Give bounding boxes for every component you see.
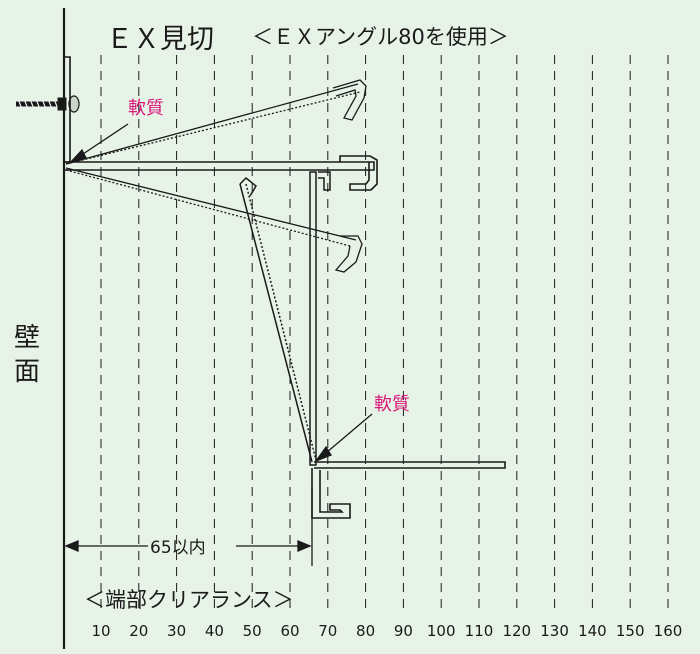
page-subtitle: ＜ＥＸアングル80を使用＞: [252, 25, 509, 49]
scale-tick-label: 80: [356, 622, 375, 640]
wall-label-bottom: 面: [14, 357, 40, 387]
scale-tick-label: 110: [465, 622, 494, 640]
scale-tick-label: 130: [540, 622, 569, 640]
page-title: ＥＸ見切: [106, 24, 214, 55]
lower-trim-plate: [311, 461, 506, 519]
scale-tick-label: 150: [616, 622, 645, 640]
scale-tick-label: 100: [427, 622, 456, 640]
lower-swing-ghost: [65, 167, 363, 273]
scale-tick-label: 140: [578, 622, 607, 640]
soft-label-lower: 軟質: [374, 394, 410, 415]
scale-tick-label: 10: [91, 622, 110, 640]
wall-label-top: 壁: [14, 323, 40, 353]
soft-label-upper: 軟質: [128, 98, 164, 119]
upper-angle-bracket: [64, 56, 378, 191]
scale-tick-label: 60: [280, 622, 299, 640]
scale-tick-label: 40: [205, 622, 224, 640]
clearance-label: ＜端部クリアランス＞: [84, 588, 294, 612]
vertical-member: [239, 171, 331, 466]
scale-tick-label: 70: [318, 622, 337, 640]
soft-leader-lower: [314, 413, 373, 463]
scale-tick-label: 120: [502, 622, 531, 640]
screw-icon: [16, 95, 80, 113]
dimension-line: [64, 488, 313, 566]
scale-tick-label: 30: [167, 622, 186, 640]
soft-leader-upper: [67, 123, 129, 165]
clearance-guide-lines: [100, 55, 669, 612]
clearance-scale: 10 20 30 40 50 60 70 80 90 100 110 120 130 140 150 160: [91, 622, 682, 640]
scale-tick-label: 160: [654, 622, 683, 640]
scale-tick-label: 90: [394, 622, 413, 640]
scale-tick-label: 50: [243, 622, 262, 640]
upper-bracket-open-ghost: [65, 79, 367, 165]
scale-tick-label: 20: [129, 622, 148, 640]
dimension-label: 65以内: [150, 538, 206, 558]
